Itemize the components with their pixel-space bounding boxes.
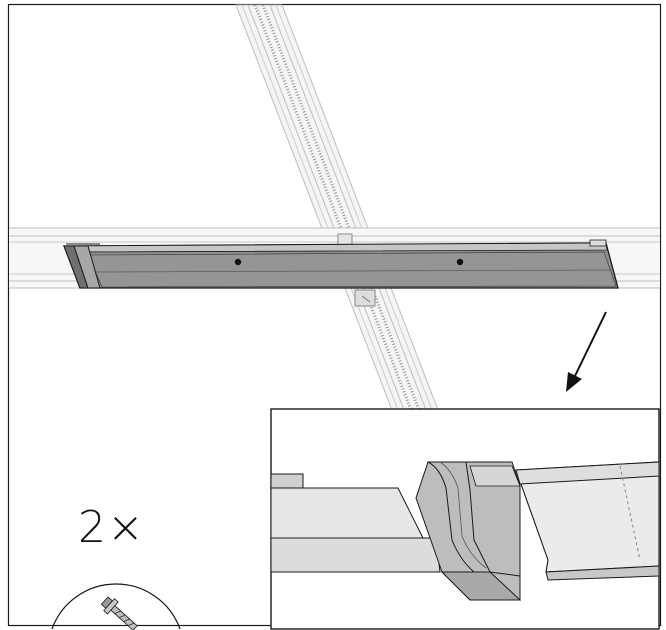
detail-inset xyxy=(270,408,660,630)
fastener-hole-right xyxy=(456,258,464,266)
cover-strip xyxy=(62,239,619,289)
screw-callout xyxy=(51,583,181,630)
diagonal-rail xyxy=(235,4,439,411)
quantity-label: 2× xyxy=(78,502,145,553)
arrow-down-left-icon xyxy=(566,311,607,392)
fastener-hole-left xyxy=(234,258,242,266)
screw-icon xyxy=(100,596,138,630)
